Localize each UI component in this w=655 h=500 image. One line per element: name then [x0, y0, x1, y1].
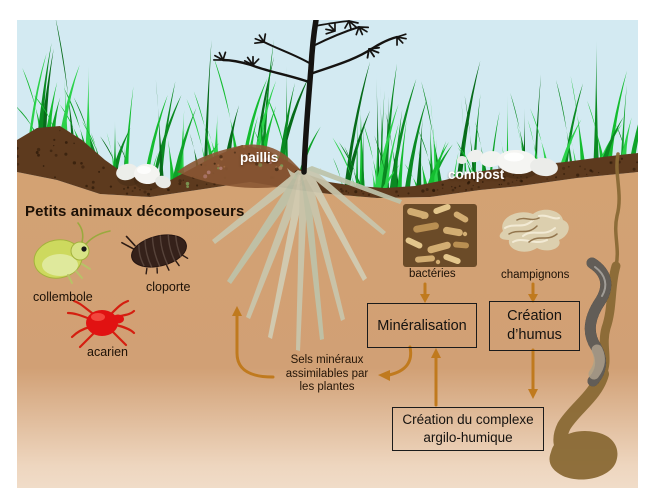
mineral-salts-line1: Sels minéraux	[290, 354, 364, 366]
fungi-image	[499, 209, 569, 252]
paillis-label: paillis	[240, 150, 279, 165]
collembole-label: collembole	[33, 290, 93, 304]
fungi-label: champignons	[501, 269, 570, 281]
cloporte-label: cloporte	[146, 280, 191, 294]
collembole-image	[33, 222, 111, 284]
humus-box: Création d’humus	[489, 301, 580, 351]
scene-illustration	[17, 20, 638, 488]
bacteria-label: bactéries	[409, 268, 456, 280]
complex-box: Création du complexe argilo-humique	[392, 407, 544, 451]
mulch-mound	[177, 144, 307, 188]
mineral-salts-line2: assimilables par	[285, 367, 369, 380]
humus-box-line1: Création	[507, 308, 562, 324]
arrow-heads	[232, 294, 538, 399]
compost-label: compost	[448, 167, 505, 182]
mineralisation-box-label: Minéralisation	[377, 317, 467, 334]
humus-box-line2: d’humus	[507, 327, 562, 343]
bacteria-image	[403, 203, 477, 267]
acarien-label: acarien	[87, 345, 128, 359]
mineralisation-box: Minéralisation	[367, 303, 477, 348]
arrow-salts-to-roots	[235, 313, 275, 379]
cloporte-image	[121, 234, 189, 275]
diagram-title: Petits animaux décomposeurs	[25, 203, 245, 220]
arrow-mineralisation-to-salts	[387, 345, 413, 377]
soil-decomposition-diagram: paillis compost Petits animaux décompose…	[17, 20, 638, 488]
stones-left	[116, 163, 171, 190]
mineral-salts-text: Sels minéraux assimilables par les plant…	[269, 354, 385, 395]
complex-box-line2: argilo-humique	[423, 430, 513, 445]
stones-right	[457, 149, 558, 179]
complex-box-line1: Création du complexe	[402, 412, 534, 427]
mineral-salts-line3: les plantes	[299, 381, 355, 393]
acarien-image	[66, 299, 136, 349]
earthworm-icon	[584, 257, 612, 387]
topsoil-layer	[17, 126, 638, 198]
plant-icon	[211, 20, 410, 175]
roots-icon	[212, 166, 402, 351]
